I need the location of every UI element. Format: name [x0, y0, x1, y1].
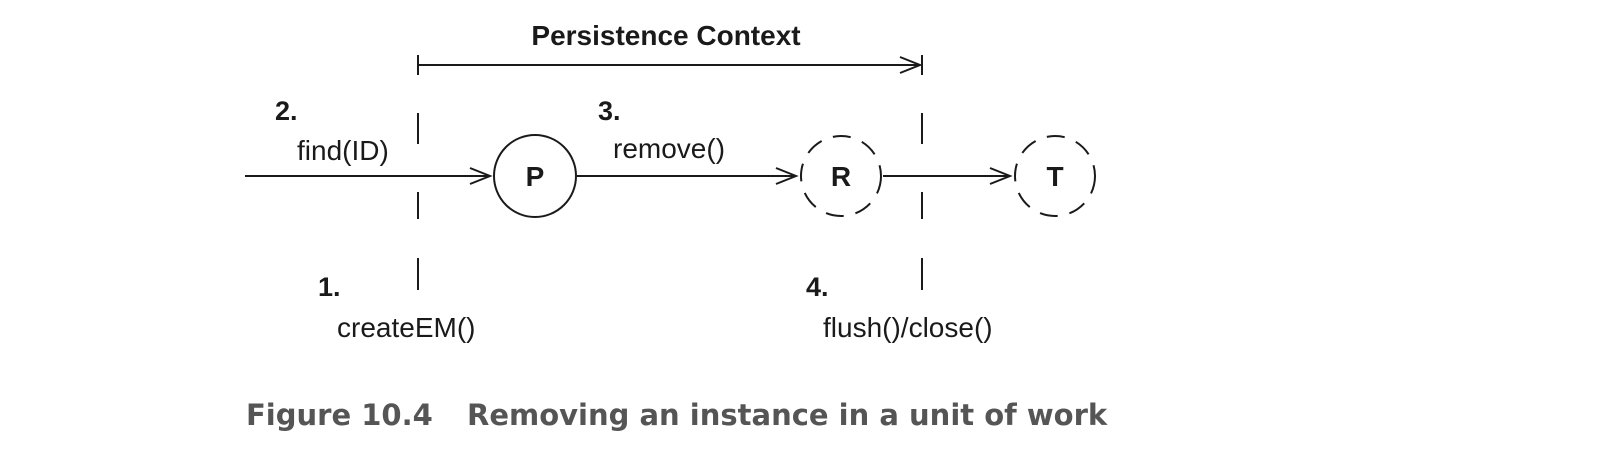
- state-p-label: P: [526, 161, 545, 192]
- figure-caption-number: Figure 10.4: [246, 398, 433, 432]
- step-3-label: remove(): [613, 133, 725, 164]
- state-t-label: T: [1046, 161, 1063, 192]
- step-2-number: 2.: [275, 96, 298, 126]
- step-4-number: 4.: [806, 272, 829, 302]
- context-span-arrow: [417, 55, 923, 75]
- find-arrow: [245, 167, 493, 185]
- state-r-label: R: [831, 161, 851, 192]
- figure-caption-text: Removing an instance in a unit of work: [467, 398, 1108, 432]
- step-1-number: 1.: [318, 272, 341, 302]
- step-1-label: createEM(): [337, 312, 475, 343]
- remove-arrow: [577, 167, 799, 185]
- step-2-label: find(ID): [297, 135, 389, 166]
- step-3-number: 3.: [598, 96, 621, 126]
- state-t-circle: [1014, 135, 1096, 217]
- transient-arrow: [883, 167, 1013, 185]
- state-r-circle: [800, 135, 882, 217]
- context-title: Persistence Context: [531, 20, 800, 51]
- state-p-circle: [493, 134, 577, 218]
- step-4-label: flush()/close(): [823, 312, 993, 343]
